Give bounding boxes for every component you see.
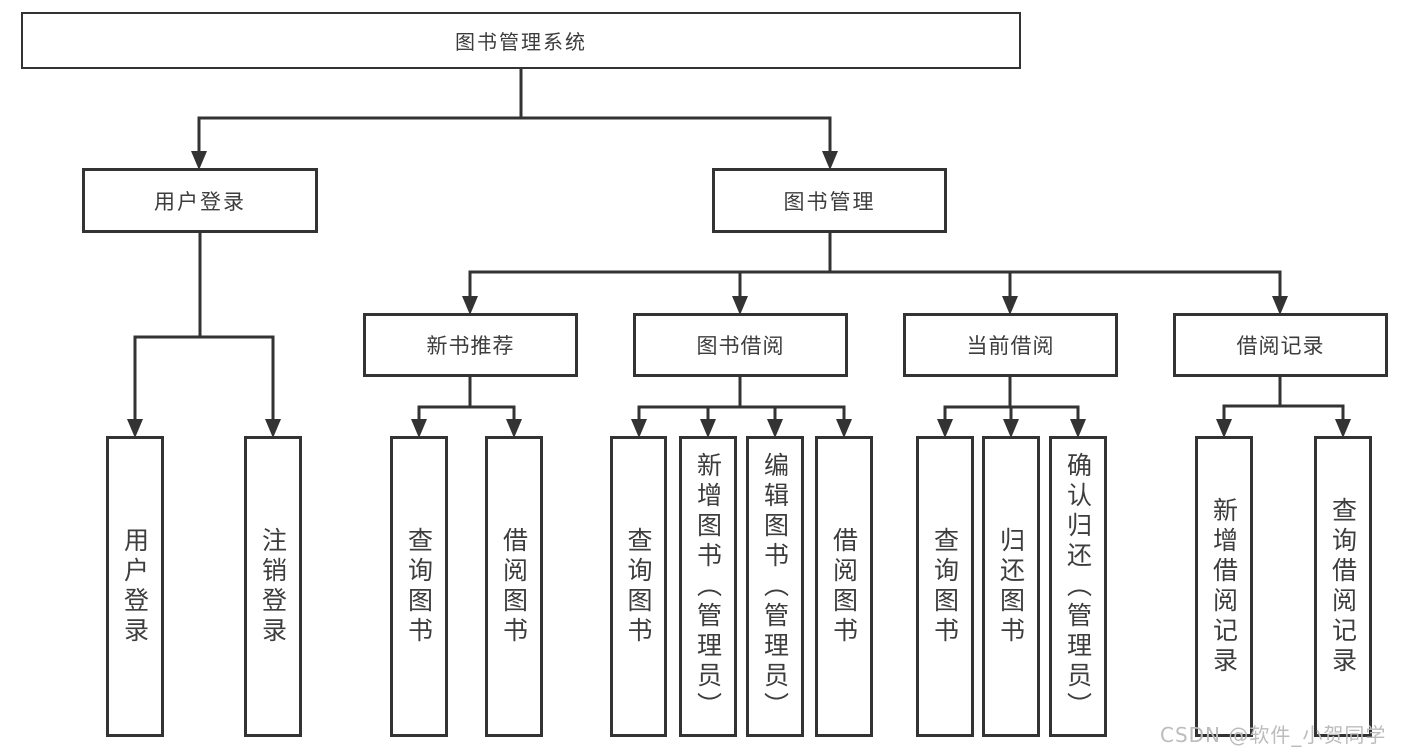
csdn-watermark: CSDN @软件_小贺同学 [1160,723,1387,747]
leaf-new-books-borrow-label: 借阅图书 [499,526,529,647]
leaf-current-confirm-admin: 确认归还（管理员） [1049,436,1107,737]
node-book-mgmt: 图书管理 [712,168,947,233]
node-borrow-records: 借阅记录 [1173,313,1388,377]
node-book-borrow: 图书借阅 [633,313,848,377]
leaf-current-query: 查询图书 [916,436,974,737]
node-user-login: 用户登录 [82,168,318,233]
node-new-books: 新书推荐 [363,313,578,377]
leaf-user-login: 用户登录 [106,436,164,737]
leaf-records-add-label: 新增借阅记录 [1209,496,1239,677]
node-root: 图书管理系统 [21,12,1021,69]
leaf-borrow-edit-admin: 编辑图书（管理员） [746,436,804,737]
leaf-borrow-query-label: 查询图书 [624,526,653,647]
connector-new-books [411,377,522,438]
leaf-borrow-borrow: 借阅图书 [815,436,873,737]
leaf-current-return-label: 归还图书 [996,526,1026,647]
leaf-current-query-label: 查询图书 [930,526,960,647]
leaf-new-books-query: 查询图书 [390,436,448,737]
leaf-borrow-query: 查询图书 [610,436,667,737]
leaf-records-query: 查询借阅记录 [1314,436,1372,737]
leaf-new-books-query-label: 查询图书 [404,526,434,647]
leaf-user-login-label: 用户登录 [120,526,150,647]
leaf-records-add: 新增借阅记录 [1195,436,1253,737]
leaf-current-return: 归还图书 [982,436,1040,737]
leaf-current-confirm-admin-label: 确认归还（管理员） [1063,451,1093,722]
connector-current-borrow [937,377,1086,438]
connector-user-login [127,233,281,438]
leaf-new-books-borrow: 借阅图书 [485,436,543,737]
leaf-borrow-add-admin: 新增图书（管理员） [679,436,737,737]
connector-book-mgmt [462,233,1288,315]
connector-book-borrow [631,377,852,438]
leaf-logout: 注销登录 [244,436,302,737]
leaf-records-query-label: 查询借阅记录 [1328,496,1358,677]
leaf-borrow-borrow-label: 借阅图书 [829,526,859,647]
leaf-borrow-add-admin-label: 新增图书（管理员） [693,451,723,722]
node-current-borrow: 当前借阅 [903,313,1118,377]
leaf-borrow-edit-admin-label: 编辑图书（管理员） [760,451,790,722]
leaf-logout-label: 注销登录 [258,526,288,647]
connector-root [191,69,838,170]
connector-borrow-records [1216,377,1351,438]
